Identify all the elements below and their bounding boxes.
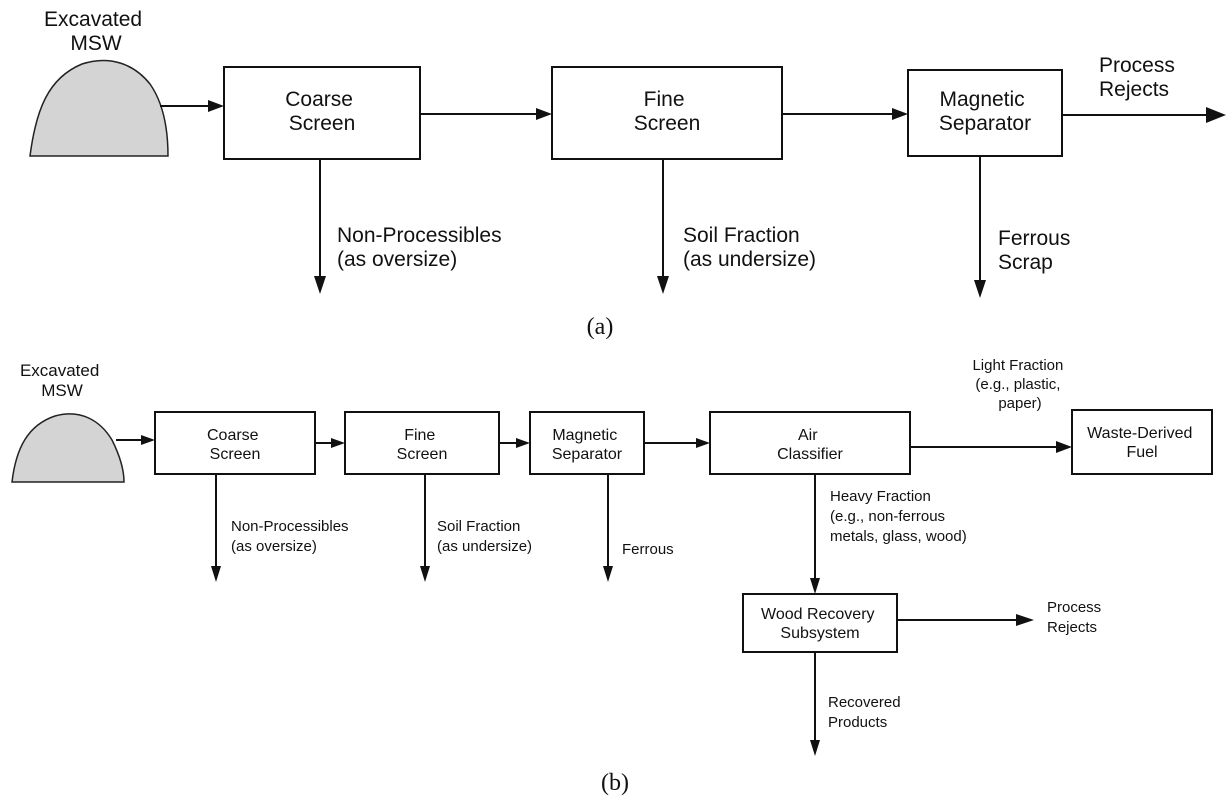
output-ferrous: Ferrous [622,541,674,558]
output-recovered-products: Recovered Products [828,694,905,731]
node-magnetic-separator: Magnetic Separator [907,69,1063,157]
node-coarse-screen: Coarse Screen [154,411,316,475]
caption-a: (a) [587,314,614,340]
output-non-processibles: Non-Processibles (as oversize) [337,224,507,271]
diagram-b: Excavated MSW Coarse Screen Fine Screen … [11,357,1213,796]
node-waste-derived-fuel: Waste-Derived Fuel [1071,409,1213,475]
output-ferrous-scrap: Ferrous Scrap [998,227,1076,274]
source-label: Excavated MSW [20,361,104,400]
svg-text:Wood Recovery Subsyste: Wood Recovery Subsystem [761,606,879,642]
output-soil-fraction: Soil Fraction (as undersize) [683,224,816,271]
diagram-a: Excavated MSW Coarse Screen Fine Screen … [29,8,1226,340]
node-coarse-screen: Coarse Screen [223,66,421,160]
node-magnetic-separator: Magnetic Separator [529,411,645,475]
svg-text:Fine Screen: Fine Screen [634,88,701,135]
source-label: Excavated MSW [44,8,148,55]
node-fine-screen: Fine Screen [344,411,500,475]
msw-pile-icon [29,59,169,157]
svg-text:Magnetic Separator: Magnetic Separator [939,88,1031,135]
svg-text:Magnetic Separator: Magnetic Separator [552,427,623,463]
output-non-processibles: Non-Processibles (as oversize) [231,518,353,555]
svg-text:Air Classifier: Air Classifier [777,427,843,463]
output-process-rejects: Process Rejects [1099,54,1181,101]
svg-text:Coarse Screen: Coarse Screen [285,88,359,135]
node-air-classifier: Air Classifier [709,411,911,475]
node-fine-screen: Fine Screen [551,66,783,160]
svg-text:Coarse Screen: Coarse Screen [207,427,263,463]
output-heavy-fraction: Heavy Fraction (e.g., non-ferrous metals… [830,488,967,545]
output-light-fraction: Light Fraction (e.g., plastic, paper) [972,357,1067,412]
caption-b: (b) [601,770,629,796]
svg-text:Fine Screen: Fine Screen [397,427,448,463]
msw-pile-icon [11,413,125,483]
output-process-rejects: Process Rejects [1047,599,1105,636]
output-soil-fraction: Soil Fraction (as undersize) [437,518,532,555]
svg-text:Waste-Derived Fuel: Waste-Derived Fuel [1087,425,1197,461]
node-wood-recovery-subsystem: Wood Recovery Subsystem [742,593,898,653]
